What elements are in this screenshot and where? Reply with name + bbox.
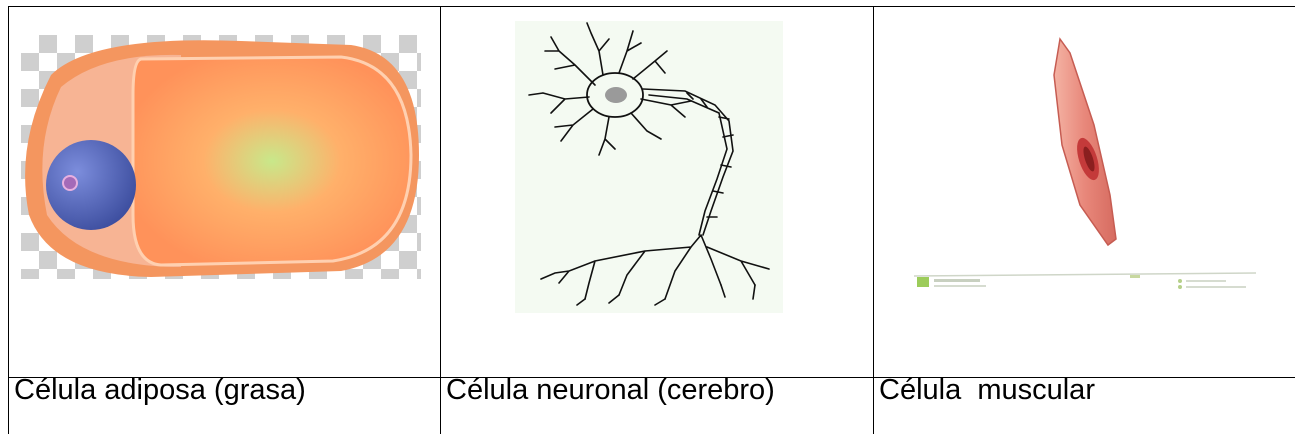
fat-cell-image-cell [9,7,441,378]
cell-type-table: Célula adiposa (grasa) Célula neuronal (… [8,6,1295,434]
fat-cell-label: Célula adiposa (grasa) [9,373,440,407]
muscle-cell-image-cell [874,7,1295,378]
neuron-label-cell: Célula neuronal (cerebro) [441,378,874,435]
neuron-illustration [515,21,783,313]
fat-cell-label-cell: Célula adiposa (grasa) [9,378,441,435]
label-row: Célula adiposa (grasa) Célula neuronal (… [9,378,1295,435]
neuron-label: Célula neuronal (cerebro) [441,373,873,407]
muscle-cell-label-cell: Célula muscular [874,378,1295,435]
muscle-cell-illustration [894,35,1274,295]
neuron-image-cell [441,7,874,378]
muscle-cell-label: Célula muscular [874,373,1295,407]
fat-cell-illustration [21,35,421,279]
image-row [9,7,1295,378]
